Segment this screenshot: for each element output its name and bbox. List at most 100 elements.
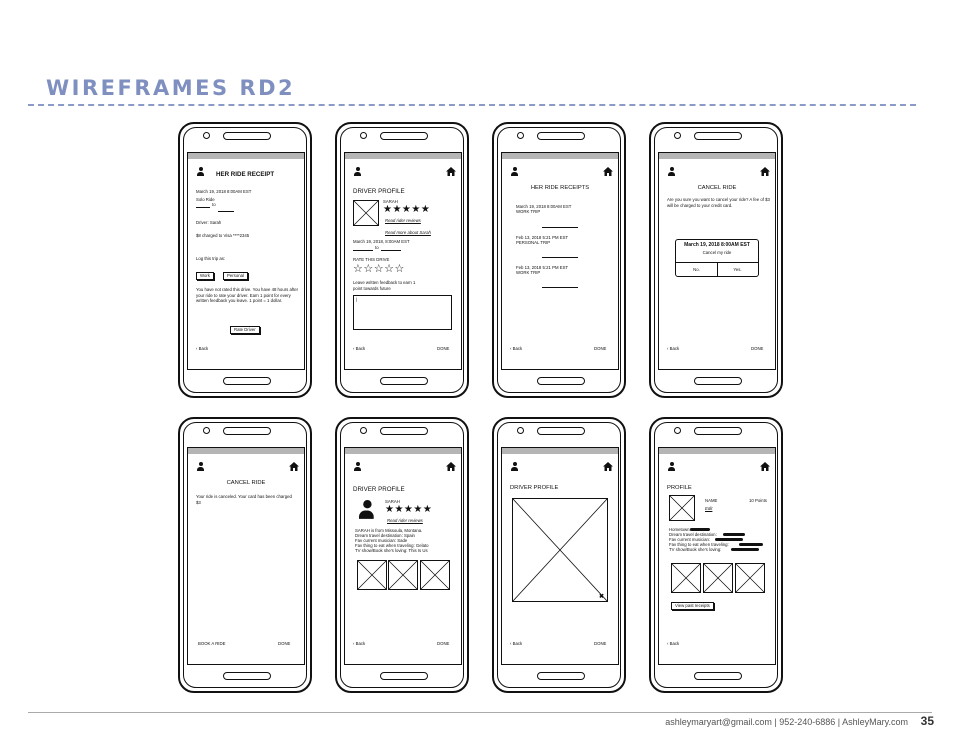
camera-icon (674, 132, 681, 139)
redacted-value (739, 543, 763, 546)
gallery-photo-placeholder[interactable] (671, 563, 701, 593)
from-blank (196, 207, 210, 208)
personal-button[interactable]: Personal (223, 272, 248, 280)
footer-divider (28, 712, 932, 713)
screen: DRIVER PROFILE ✖ ‹ Back DONE (501, 447, 619, 665)
user-icon[interactable] (197, 462, 204, 471)
screen-title: HER RIDE RECEIPT (216, 171, 275, 178)
user-icon[interactable] (197, 167, 204, 176)
gallery-photo-placeholder[interactable] (357, 560, 387, 590)
done-button[interactable]: DONE (594, 346, 607, 351)
book-ride-button[interactable]: BOOK A RIDE (198, 641, 226, 646)
home-icon[interactable] (446, 167, 456, 176)
profile-name: NAME (705, 498, 718, 503)
done-button[interactable]: DONE (751, 346, 764, 351)
back-link[interactable]: ‹ Back (353, 346, 366, 351)
done-button[interactable]: DONE (437, 641, 450, 646)
phone-driver-profile-rate: DRIVER PROFILE SARAH ★★★★★ Read rider re… (335, 122, 469, 398)
edit-link[interactable]: Edit (705, 506, 713, 511)
home-button[interactable] (380, 672, 428, 680)
home-icon[interactable] (289, 462, 299, 471)
home-button[interactable] (223, 377, 271, 385)
rate-stars-input[interactable]: ☆☆☆☆☆ (353, 263, 405, 275)
no-button[interactable]: No. (693, 267, 700, 272)
back-link[interactable]: ‹ Back (510, 346, 523, 351)
dialog-subtitle: Cancel my ride (702, 250, 732, 255)
view-receipts-button[interactable]: View past receipts (671, 602, 714, 610)
user-icon[interactable] (511, 167, 518, 176)
ride-type: Solo Ride (196, 197, 215, 202)
done-button[interactable]: DONE (278, 641, 291, 646)
chevron-left-icon: ‹ (353, 641, 356, 646)
back-link[interactable]: ‹ Back (667, 346, 680, 351)
user-icon[interactable] (354, 462, 361, 471)
done-button[interactable]: DONE (437, 346, 450, 351)
receipt-tag: WORK TRIP (516, 270, 541, 275)
home-button[interactable] (537, 377, 585, 385)
read-reviews-link[interactable]: Read rider reviews (387, 518, 423, 523)
back-link[interactable]: ‹ Back (353, 641, 366, 646)
log-prompt: Log this trip as: (196, 256, 226, 261)
close-icon[interactable]: ✖ (598, 594, 604, 600)
status-bar (659, 153, 775, 159)
home-icon[interactable] (760, 462, 770, 471)
home-button[interactable] (380, 377, 428, 385)
work-button[interactable]: Work (196, 272, 214, 280)
profile-field-label: Dream travel destination: (669, 532, 717, 537)
feedback-textarea[interactable]: | (353, 295, 452, 330)
gallery-photo-placeholder[interactable] (420, 560, 450, 590)
receipt-date[interactable]: Feb 13, 2018 5:21 PM EST (516, 265, 569, 270)
back-link[interactable]: ‹ Back (667, 641, 680, 646)
chevron-left-icon: ‹ (510, 346, 513, 351)
phone-cancel-confirm: CANCEL RIDE Your ride is canceled. Your … (178, 417, 312, 693)
gallery-photo-placeholder[interactable] (735, 563, 765, 593)
bio-line: TV show/Book she's loving: This Is Us (355, 548, 428, 553)
screen-title: HER RIDE RECEIPTS (530, 185, 590, 191)
status-bar (188, 153, 304, 159)
cancel-message: Your ride is canceled. Your card has bee… (196, 494, 292, 505)
title-divider (28, 104, 916, 106)
screen: CANCEL RIDE Are you sure you want to can… (658, 152, 776, 370)
driver-rating-stars: ★★★★★ (383, 204, 431, 215)
text-cursor: | (356, 297, 358, 302)
gallery-photo-placeholder[interactable] (703, 563, 733, 593)
yes-button[interactable]: Yes. (733, 267, 742, 272)
chevron-left-icon: ‹ (196, 346, 199, 351)
profile-field-label: Fav current musician: (669, 537, 711, 542)
user-icon[interactable] (668, 462, 675, 471)
home-button[interactable] (537, 672, 585, 680)
home-button[interactable] (694, 377, 742, 385)
driver-rating-stars: ★★★★★ (385, 504, 433, 515)
phone-driver-profile-about: DRIVER PROFILE SARAH ★★★★★ Read rider re… (335, 417, 469, 693)
done-button[interactable]: DONE (594, 641, 607, 646)
redacted-value (715, 538, 743, 541)
bio-line: Fav current musician: Sade (355, 538, 408, 543)
screen-title: DRIVER PROFILE (353, 486, 405, 493)
rate-driver-button[interactable]: Rate Driver (230, 326, 260, 334)
home-icon[interactable] (603, 462, 613, 471)
cancel-question: Are you sure you want to cancel your rid… (667, 197, 770, 208)
back-link[interactable]: ‹ Back (510, 641, 523, 646)
user-icon[interactable] (511, 462, 518, 471)
home-icon[interactable] (603, 167, 613, 176)
screen: HER RIDE RECEIPT March 19, 2018 8:00AM E… (187, 152, 305, 370)
read-more-link[interactable]: Read more about Sarah (385, 230, 431, 235)
receipt-date[interactable]: Feb 13, 2018 5:21 PM EST (516, 235, 569, 240)
gallery-photo-placeholder[interactable] (388, 560, 418, 590)
status-bar (502, 448, 618, 454)
speaker-slot (380, 427, 428, 435)
phone-her-ride-receipt: HER RIDE RECEIPT March 19, 2018 8:00AM E… (178, 122, 312, 398)
profile-photo-placeholder[interactable] (669, 495, 695, 521)
home-icon[interactable] (446, 462, 456, 471)
receipt-date[interactable]: March 19, 2018 8:00AM EST (516, 204, 572, 209)
speaker-slot (223, 427, 271, 435)
user-icon[interactable] (354, 167, 361, 176)
home-button[interactable] (694, 672, 742, 680)
home-icon[interactable] (760, 167, 770, 176)
read-reviews-link[interactable]: Read rider reviews (385, 218, 421, 223)
user-icon[interactable] (668, 167, 675, 176)
camera-icon (674, 427, 681, 434)
status-bar (188, 448, 304, 454)
back-link[interactable]: ‹ Back (196, 346, 209, 351)
home-button[interactable] (223, 672, 271, 680)
